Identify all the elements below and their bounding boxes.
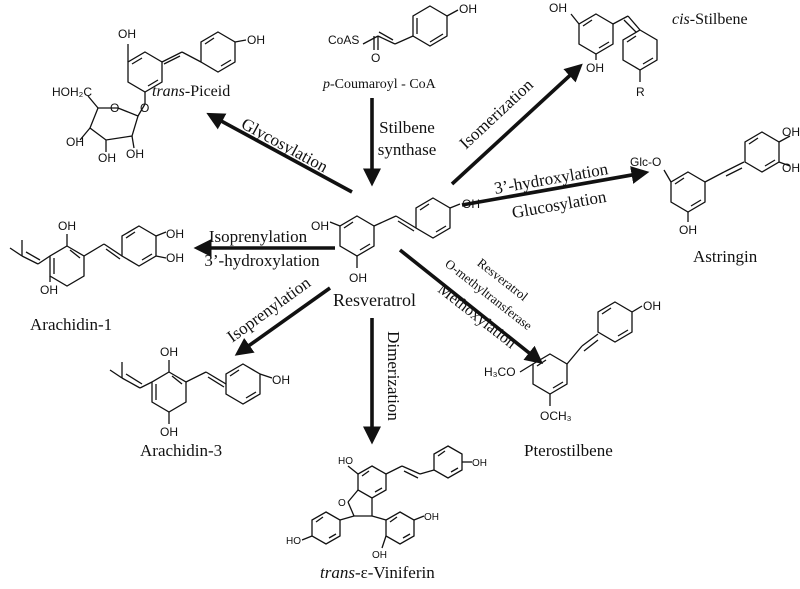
name-p-coumaroyl-coa: p-Coumaroyl - CoA: [322, 77, 437, 92]
svg-text:O: O: [371, 51, 380, 65]
svg-text:O: O: [110, 101, 119, 115]
svg-text:OH: OH: [424, 512, 439, 523]
name-arachidin-1: Arachidin-1: [30, 315, 112, 334]
svg-text:OH: OH: [462, 197, 480, 211]
svg-text:HO: HO: [338, 456, 353, 467]
svg-text:Isoprenylation: Isoprenylation: [209, 227, 308, 246]
svg-text:O: O: [140, 101, 149, 115]
structure-resveratrol: OH OH OH Resveratrol: [311, 197, 480, 310]
structure-arachidin-1: OH OH OH OH Arachidin-1: [9, 219, 184, 334]
svg-text:OH: OH: [160, 425, 178, 439]
name-cis-stilbene: cis-Stilbene: [672, 11, 748, 28]
arrow-to-arachidin3: [234, 286, 332, 356]
arrow-to-astringin: [461, 166, 650, 207]
structure-astringin: Glc-O OH OH OH Astringin: [630, 125, 800, 266]
svg-text:3’-hydroxylation: 3’-hydroxylation: [204, 251, 320, 270]
arrow-to-cis-stilbene: [450, 63, 583, 186]
name-trans-e-viniferin: trans-ε-Viniferin: [320, 563, 435, 582]
structure-trans-piceid: OH OH O HOH₂C O OH OH OH trans-Piceid: [52, 27, 265, 165]
svg-text:Glc-O: Glc-O: [630, 155, 661, 169]
label-glycosylation: Glycosylation: [238, 114, 331, 176]
svg-text:HO: HO: [286, 536, 301, 547]
svg-text:Stilbene: Stilbene: [379, 118, 435, 137]
svg-text:OH: OH: [782, 125, 800, 139]
svg-text:OH: OH: [58, 219, 76, 233]
name-trans-piceid: trans-Piceid: [152, 83, 230, 100]
name-pterostilbene: Pterostilbene: [524, 441, 613, 460]
svg-text:OCH₃: OCH₃: [540, 409, 572, 423]
svg-text:OH: OH: [643, 299, 661, 313]
svg-text:CoAS: CoAS: [328, 33, 359, 47]
structure-p-coumaroyl-coa: OH CoAS O p-Coumaroyl - CoA: [322, 2, 477, 92]
label-stilbene-synthase: Stilbene synthase: [378, 118, 437, 159]
svg-text:OH: OH: [126, 147, 144, 161]
svg-text:OH: OH: [118, 27, 136, 41]
svg-text:OH: OH: [311, 219, 329, 233]
label-dimerization: Dimerization: [384, 331, 403, 421]
label-isoprenylation-hydroxylation: Isoprenylation 3’-hydroxylation: [204, 227, 320, 270]
name-astringin: Astringin: [693, 247, 758, 266]
structure-trans-e-viniferin: HO OH O HO OH OH trans-ε-Viniferin: [286, 445, 487, 582]
svg-text:OH: OH: [472, 458, 487, 469]
svg-text:OH: OH: [66, 135, 84, 149]
svg-text:R: R: [636, 85, 645, 99]
svg-text:synthase: synthase: [378, 140, 437, 159]
arrow-to-pterostilbene: [398, 248, 544, 365]
label-methoxylation: Resveratrol O-methyltransferase Methoxyl…: [434, 255, 535, 352]
structure-pterostilbene: H₃CO OCH₃ OH Pterostilbene: [484, 299, 661, 460]
svg-text:OH: OH: [549, 1, 567, 15]
svg-text:OH: OH: [349, 271, 367, 285]
svg-text:OH: OH: [247, 33, 265, 47]
arrow-to-piceid: [206, 112, 353, 194]
name-resveratrol: Resveratrol: [333, 290, 416, 310]
svg-text:OH: OH: [166, 251, 184, 265]
svg-text:OH: OH: [372, 550, 387, 561]
svg-text:OH: OH: [166, 227, 184, 241]
svg-text:OH: OH: [40, 283, 58, 297]
name-arachidin-3: Arachidin-3: [140, 441, 222, 460]
svg-text:HOH₂C: HOH₂C: [52, 85, 92, 99]
svg-text:OH: OH: [586, 61, 604, 75]
svg-text:OH: OH: [272, 373, 290, 387]
svg-text:OH: OH: [679, 223, 697, 237]
svg-text:OH: OH: [98, 151, 116, 165]
svg-text:OH: OH: [782, 161, 800, 175]
structure-arachidin-3: OH OH OH Arachidin-3: [109, 345, 290, 460]
svg-text:OH: OH: [160, 345, 178, 359]
svg-text:H₃CO: H₃CO: [484, 365, 516, 379]
svg-text:OH: OH: [459, 2, 477, 16]
structure-cis-stilbene: OH OH R cis-Stilbene: [549, 1, 748, 99]
svg-text:O: O: [338, 498, 346, 509]
